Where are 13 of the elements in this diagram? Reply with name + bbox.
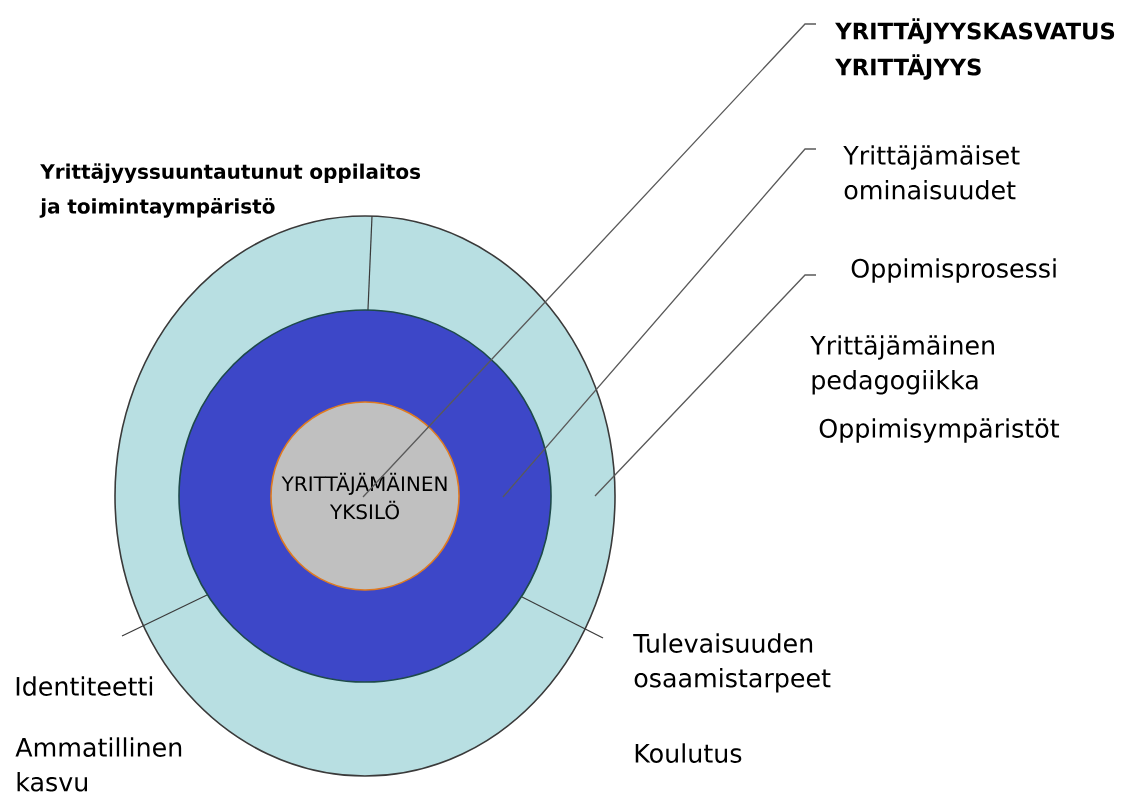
leader-line [502, 148, 817, 498]
ring-label: Yrittäjämäinen pedagogiikka [810, 335, 994, 395]
leader-line [594, 274, 817, 497]
ring-label: Identiteetti [16, 676, 153, 696]
callout-text: Oppimisprosessi [851, 258, 1056, 283]
leader-line [362, 23, 817, 498]
ring-label: Koulutus [635, 743, 742, 763]
ring-label: Ammatillinen kasvu [15, 737, 182, 792]
callout-text: YRITTÄJYYSKASVATUS YRITTÄJYYS [835, 18, 1115, 80]
callout-text: Yrittäjämäiset ominaisuudet [843, 145, 1020, 200]
ring-label: Tulevaisuuden osaamistarpeet [633, 633, 831, 693]
ring-label: Oppimisympäristöt [819, 418, 1060, 443]
ring-label: Yrittäjyyssuuntautunut oppilaitos ja toimintaympäristö [39, 163, 421, 218]
